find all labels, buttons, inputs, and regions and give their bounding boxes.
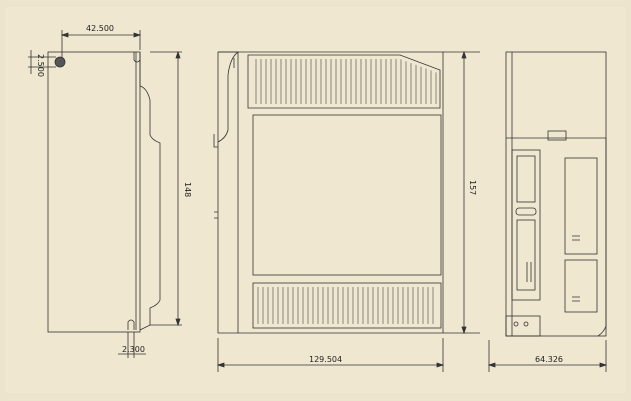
rear-view [505,51,607,337]
front-view-bracket-tab [213,134,218,148]
front-view-outline [217,51,444,334]
dim-text-side-top-width: 42.500 [86,24,114,33]
dim-text-side-hole-offset: 2.500 [36,54,45,77]
dim-arrows [461,50,467,335]
side-view-bottom-notch [127,319,135,330]
dim-arrows [487,362,608,368]
rear-view-tab [547,130,567,141]
dim-arrows [216,362,445,368]
dim-text-side-height: 148 [183,182,192,197]
connector-latch [515,207,537,216]
rear-view-heatsink [597,138,607,337]
bottom-vent-region [252,282,442,329]
front-view-marks [214,211,218,219]
dim-text-front-height: 157 [468,180,477,195]
dim-text-front-width: 129.504 [309,355,342,364]
terminal-block-upper [564,157,598,255]
bottom-vent-slots [257,287,434,324]
connector-upper [516,155,536,203]
terminal-marks [572,235,580,302]
dim-text-side-bottom-offset: 2.300 [122,345,145,354]
side-view-profile [139,52,161,331]
dim-arrows [60,32,142,38]
front-panel [252,114,442,276]
side-view [28,30,182,358]
rear-mount-hole [513,321,519,327]
mounting-hole [54,56,66,68]
rear-mount-plate [505,315,541,337]
side-view-top-notch [133,52,141,63]
top-vent-slots [255,59,437,104]
rear-mount-hole [523,321,529,327]
front-view-bracket [217,51,240,143]
dim-arrows [175,50,181,327]
side-view-outline [47,51,141,333]
front-view [213,51,444,334]
connector-lower [516,219,536,291]
connector-pins [526,262,532,282]
dim-text-rear-width: 64.326 [535,355,563,364]
rear-view-outline [505,51,607,337]
terminal-block-lower [564,259,598,313]
drawing-sheet [5,7,626,393]
connector-block [511,149,541,301]
top-vent-region [247,54,441,109]
